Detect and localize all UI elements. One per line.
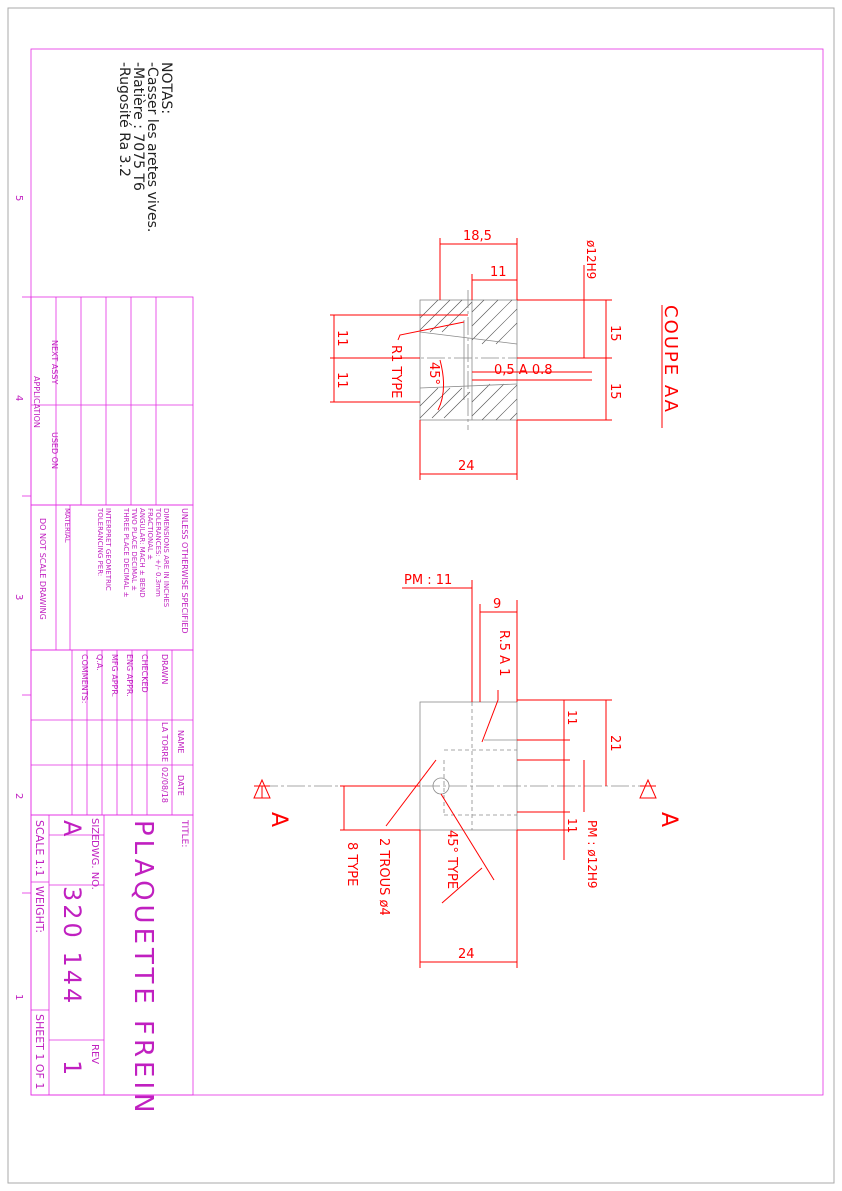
dim-24-section: 24 [458, 459, 475, 474]
note-line-2: -Matière : 7075 T6 [130, 62, 146, 191]
dim-15-b: 15 [607, 383, 622, 400]
angle-45: 45° [426, 362, 441, 385]
section-view: 18,5 11 ø12H9 15 15 11 11 R1 TYPE 45° 0,… [330, 229, 681, 480]
rev-label: REV [89, 1044, 100, 1064]
drawn-label: DRAWN [160, 654, 169, 684]
dim-11-left-b: 11 [334, 372, 349, 389]
zone-1: 1 [13, 994, 24, 1000]
two-place-label: TWO PLACE DECIMAL ± [130, 507, 138, 591]
notes-title: NOTAS: [158, 62, 174, 114]
title-block: NEXT ASSY USED ON APPLICATION UNLESS OTH… [30, 296, 194, 1117]
name-header: NAME [176, 730, 185, 753]
size-label: SIZE [89, 818, 100, 840]
dim-24-plan: 24 [458, 947, 475, 962]
application-label: APPLICATION [32, 376, 41, 428]
dwg-no-label: DWG. NO. [89, 840, 100, 890]
dim-8-type: 8 TYPE [344, 842, 359, 886]
comments-label: COMMENTS: [80, 654, 89, 703]
section-a-left: A [266, 812, 291, 827]
rev-value: 1 [58, 1060, 86, 1075]
dim-18-5: 18,5 [463, 229, 492, 244]
paper-border [7, 7, 835, 1184]
date-header: DATE [176, 775, 185, 796]
notes: NOTAS: -Casser les aretes vives. -Matièr… [116, 62, 174, 232]
section-marker-right: A [639, 778, 681, 827]
eng-appr-label: ENG APPR. [125, 654, 134, 697]
chamfer-dim: 0,5 A 0.8 [494, 363, 553, 378]
fractional-label: FRACTIONAL ± [146, 508, 154, 560]
scale-label: SCALE 1:1 [33, 820, 46, 876]
zone-5: 5 [13, 195, 24, 201]
title-label: TITLE: [179, 819, 189, 847]
dim-r5: R.5 A 1 [496, 630, 511, 676]
do-not-scale-label: DO NOT SCALE DRAWING [38, 518, 47, 620]
interpret-label-2: TOLERANCING PER: [96, 507, 104, 576]
angle-45-type: 45° TYPE [444, 830, 459, 889]
dim-9: 9 [493, 597, 501, 612]
drawn-name: LA TORRE [160, 722, 169, 762]
two-holes: 2 TROUS ø4 [376, 838, 391, 916]
checked-label: CHECKED [140, 654, 149, 693]
note-line-3: -Rugosité Ra 3.2 [116, 62, 132, 177]
dim-11-left-a: 11 [334, 330, 349, 347]
used-on-label: USED ON [50, 432, 59, 469]
r1-type: R1 TYPE [388, 345, 403, 398]
dim-11-b: 11 [565, 818, 579, 833]
hatching-left [419, 299, 473, 419]
note-line-1: -Casser les aretes vives. [144, 62, 160, 232]
unless-label: UNLESS OTHERWISE SPECIFIED [180, 508, 189, 634]
tolerances-label: TOLERANCES: +/- 0.3mm [154, 507, 162, 597]
drawing-title: PLAQUETTE FREIN [128, 820, 158, 1117]
dim-15-a: 15 [607, 325, 622, 342]
dwg-no-value: 320 144 [58, 886, 86, 1006]
pm-11: PM : 11 [404, 573, 452, 588]
sheet-label: SHEET 1 OF 1 [33, 1014, 46, 1089]
mfg-appr-label: MFG APPR. [110, 654, 119, 697]
weight-label: WEIGHT: [33, 886, 46, 933]
dim-11-top: 11 [490, 265, 507, 280]
dim-11-a: 11 [565, 710, 579, 725]
next-assy-label: NEXT ASSY [50, 340, 59, 384]
zone-2: 2 [13, 793, 24, 799]
dim-21: 21 [607, 735, 622, 752]
hatching-right [471, 299, 518, 421]
section-title: COUPE AA [660, 305, 681, 414]
interpret-label-1: INTERPRET GEOMETRIC [104, 508, 112, 591]
size-value: A [58, 820, 86, 837]
pm-dia12: PM : ø12H9 [585, 820, 599, 889]
zone-3: 3 [13, 594, 24, 600]
three-place-label: THREE PLACE DECIMAL ± [122, 507, 130, 598]
plan-view: A A PM : 11 9 R.5 A 1 11 11 21 PM : ø12H… [253, 573, 681, 968]
zone-4: 4 [13, 395, 24, 401]
drawn-date: 02/08/18 [160, 767, 169, 803]
angular-label: ANGULAR: MACH ± BEND [138, 508, 146, 598]
dim-dia12: ø12H9 [584, 240, 598, 279]
section-a-right: A [656, 812, 681, 827]
dimensions-label: DIMENSIONS ARE IN INCHES [162, 508, 170, 608]
qa-label: Q.A. [95, 654, 104, 671]
section-marker-left: A [253, 778, 291, 827]
material-label: MATERIAL [63, 508, 71, 543]
